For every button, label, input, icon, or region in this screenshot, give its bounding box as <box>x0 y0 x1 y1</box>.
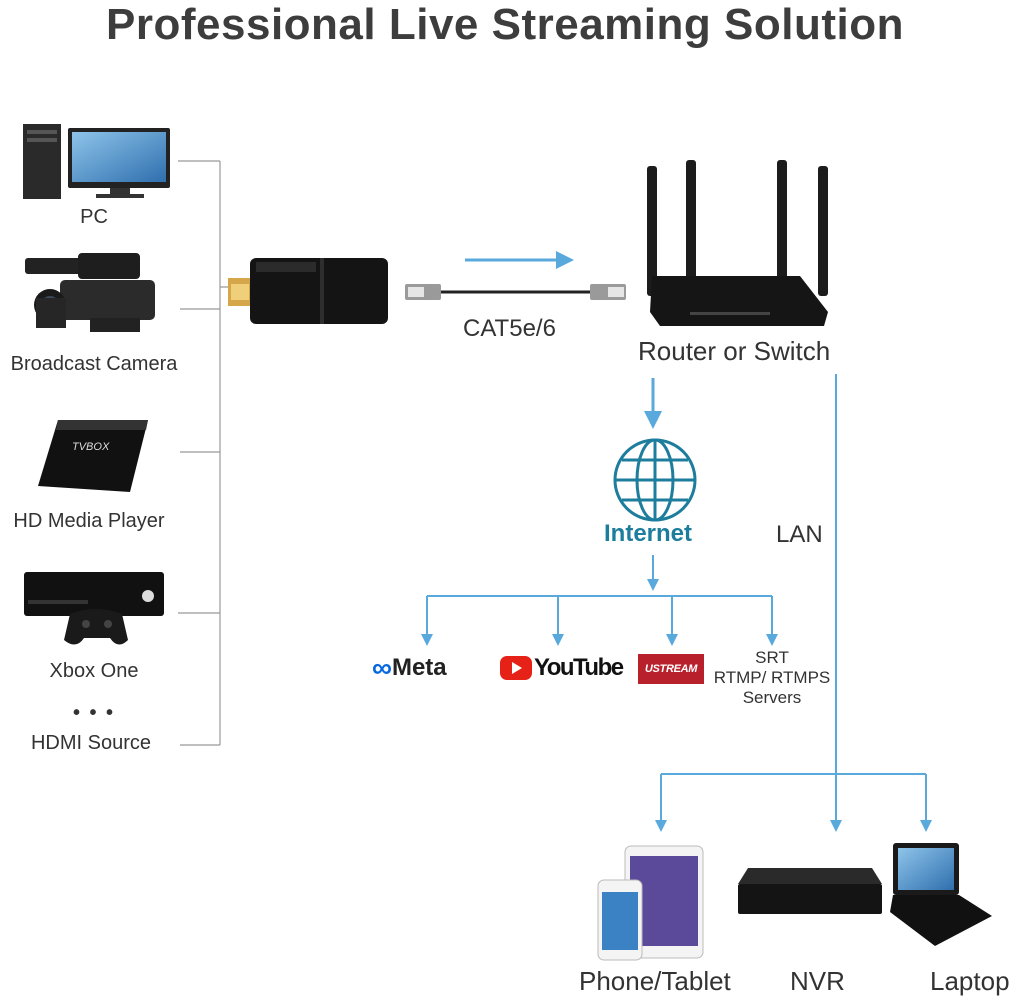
tvbox-text: TVBOX <box>72 441 110 453</box>
platform-distribution-lines <box>421 555 778 646</box>
hdmi-encoder-adapter <box>228 258 388 324</box>
meta-logo: ∞Meta <box>372 652 447 684</box>
source-label-broadcast-camera: Broadcast Camera <box>10 353 178 375</box>
client-label-phone-tablet: Phone/Tablet <box>579 966 731 996</box>
more-sources-dots: • • • <box>72 702 116 724</box>
lan-label: LAN <box>776 521 823 548</box>
source-label-hd-media-player: HD Media Player <box>13 510 165 532</box>
meta-text: Meta <box>391 654 447 681</box>
srt-line-2: RTMP/ RTMPS <box>713 668 831 687</box>
source-bracket <box>178 160 240 746</box>
lan-distribution-lines <box>655 374 932 832</box>
router-label: Router or Switch <box>638 336 831 366</box>
youtube-text: YouTube <box>534 654 624 681</box>
router-icon <box>647 160 828 326</box>
globe-icon <box>613 438 697 522</box>
ethernet-cable <box>405 284 626 300</box>
source-label-pc: PC <box>80 206 108 228</box>
srt-line-3: Servers <box>742 688 802 707</box>
xbox-icon <box>24 572 164 645</box>
youtube-play-icon <box>500 656 532 680</box>
broadcast-camera-icon <box>25 253 155 332</box>
cable-label: CAT5e/6 <box>463 315 556 342</box>
srt-servers-label: SRT RTMP/ RTMPS Servers <box>714 648 831 708</box>
nvr-icon <box>738 868 882 914</box>
srt-line-1: SRT <box>755 648 789 667</box>
ustream-logo: USTREAM <box>638 654 704 684</box>
internet-label: Internet <box>604 520 693 547</box>
phone-tablet-icon <box>597 845 704 961</box>
pc-icon <box>23 124 170 199</box>
laptop-icon <box>890 843 992 946</box>
client-label-nvr: NVR <box>790 966 845 996</box>
meta-infinity-icon: ∞ <box>372 652 392 683</box>
source-label-hdmi-source: HDMI Source <box>30 732 152 754</box>
page-title: Professional Live Streaming Solution <box>106 0 904 49</box>
tvbox-icon: TVBOX <box>38 420 148 492</box>
source-label-xbox-one: Xbox One <box>49 660 139 682</box>
youtube-logo: YouTube <box>500 654 624 682</box>
client-label-laptop: Laptop <box>930 966 1010 996</box>
